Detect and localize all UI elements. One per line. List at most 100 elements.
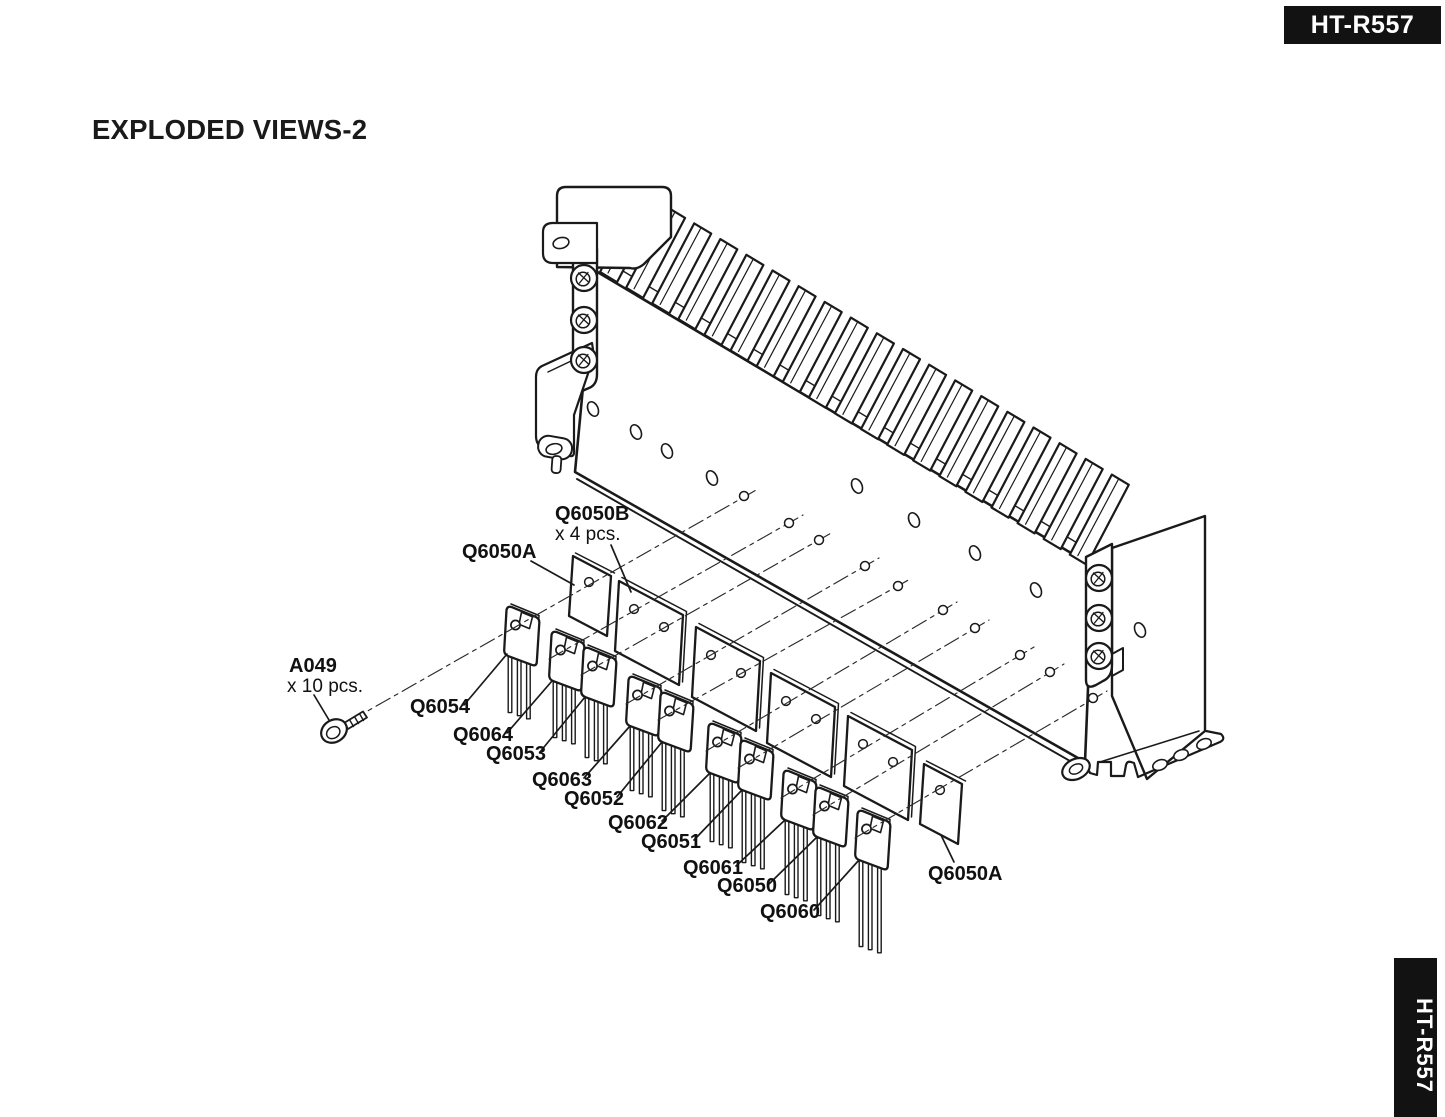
transistor-lead [727, 777, 733, 849]
leader-line-q6054 [463, 653, 508, 706]
transistor-lead [876, 864, 882, 954]
fin-fold-line [946, 399, 989, 478]
screw-head [1084, 603, 1114, 633]
screw-a049-drawing [320, 710, 368, 744]
transistor-lead [552, 678, 558, 739]
screw-hole-marker [969, 622, 981, 634]
fin-fold-line [711, 258, 754, 337]
face-hole [660, 442, 674, 460]
part-label-a049: A049 [289, 655, 337, 677]
transistor-body [503, 602, 541, 667]
transistor-q6060 [854, 806, 892, 954]
leader-line-q6053 [539, 696, 586, 753]
screw-head-recess [325, 725, 341, 740]
fin-fold-line [659, 226, 702, 305]
leader-line-q6064 [506, 680, 553, 734]
part-label-q6051: Q6051 [641, 831, 701, 853]
right-foot [1061, 756, 1091, 782]
part-label-q6060: Q6060 [760, 901, 820, 923]
insulator-pad-q6050b-2 [690, 622, 765, 733]
face-holes [586, 400, 1147, 639]
insulator-pad-q6050b-3 [765, 668, 840, 779]
part-label-q6054: Q6054 [410, 696, 471, 718]
transistor-lead [750, 790, 756, 867]
leader-line-q6052 [616, 741, 663, 798]
transistor-lead [784, 817, 790, 896]
transistor-body [812, 783, 850, 848]
screw-hole-marker [937, 604, 949, 616]
fin-fold-line [816, 321, 859, 400]
part-label-q6064: Q6064 [453, 724, 514, 746]
screw-hole-marker [1044, 666, 1056, 678]
leader-line-q6063 [583, 725, 631, 779]
transistor-q6053 [580, 643, 618, 765]
transistor-lead [802, 824, 808, 902]
transistor-lead [741, 787, 747, 864]
bottom-notches [1083, 760, 1140, 779]
flange-hole [1151, 758, 1169, 772]
end-panel [1110, 514, 1207, 781]
insulator-pad-q6050a-right [918, 759, 967, 846]
fin-fold-line [790, 305, 833, 384]
screw-hole-marker [1087, 692, 1099, 704]
leader-lines [313, 544, 955, 911]
leader-line-q6062 [661, 772, 711, 822]
transistor-body [780, 766, 818, 831]
center-line [580, 531, 834, 676]
center-line [625, 557, 880, 705]
transistor-lead [679, 746, 685, 818]
bracket-foot-hole [545, 442, 563, 456]
fin-fold-line [894, 368, 937, 447]
transistor-body [548, 627, 586, 692]
screw-head [569, 305, 599, 335]
bracket-lower-tab [550, 455, 563, 474]
transistor-body [705, 719, 743, 784]
fin-fold-line [842, 336, 885, 415]
face-hole [629, 423, 643, 441]
screw-hole-marker [892, 580, 904, 592]
screw-hole-marker [738, 490, 750, 502]
transistor-lead [858, 857, 864, 948]
face-hole [1029, 581, 1043, 599]
leader-line-q6050a-right [940, 834, 955, 863]
part-label-q6052: Q6052 [564, 788, 624, 810]
transistor-lead [825, 837, 831, 920]
transistor-lead [647, 730, 653, 798]
heatsink-bottom-edge [576, 478, 1085, 770]
center-line [349, 488, 759, 722]
part-label-q6061: Q6061 [683, 857, 743, 879]
insulator-pad-q6050b-4 [842, 711, 917, 822]
flange-hole [1172, 748, 1190, 762]
flange-fold-line [1099, 730, 1200, 763]
part-label-q6053: Q6053 [486, 743, 546, 765]
top-left-bracket [541, 221, 599, 265]
insulator-pad-q6050b-1 [613, 576, 688, 687]
screw-head [569, 263, 599, 293]
model-badge-top: HT-R557 [1284, 6, 1441, 44]
screw-threads [349, 713, 365, 728]
transistor-q6051 [737, 736, 775, 870]
transistor-q6063 [625, 672, 663, 798]
bracket-hole [552, 236, 570, 250]
center-line [548, 514, 804, 660]
face-hole [968, 544, 982, 562]
transistor-lead [516, 656, 522, 717]
part-label-q6050b: Q6050B [555, 503, 630, 525]
transistor-body [657, 688, 695, 753]
transistor-lead [561, 681, 567, 742]
face-hole [586, 400, 600, 418]
part-label-q6063: Q6063 [532, 769, 592, 791]
transistor-lead [593, 697, 599, 762]
part-label-q6050a-right: Q6050A [928, 863, 1003, 885]
center-line [780, 646, 1035, 799]
transistor-lead [638, 726, 644, 795]
transistor-lead [670, 742, 676, 815]
model-badge-side: HT-R557 [1394, 958, 1437, 1117]
transistor-lead [661, 739, 667, 812]
leader-line-a049 [313, 694, 330, 721]
transistors [503, 602, 892, 954]
screw-hole-marker [813, 534, 825, 546]
transistor-q6052 [657, 688, 695, 818]
part-label-q6062: Q6062 [608, 812, 668, 834]
